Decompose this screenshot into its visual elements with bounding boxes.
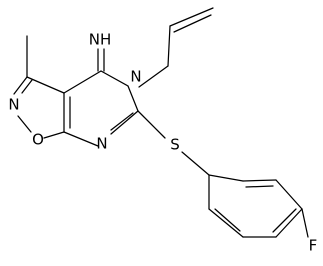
c3a-c3-bond [26, 76, 65, 94]
allyl-n-ch2-bond [138, 65, 169, 88]
c7a-o1-bond [43, 131, 65, 139]
c6-n7-bond [110, 110, 139, 135]
benzene-bond [275, 179, 303, 210]
allyl-ch-ch2-double-bond [173, 14, 212, 33]
isoxazole-n-label: N [8, 96, 19, 114]
fluorine-label: F [309, 237, 318, 255]
ring-n7-label: N [96, 135, 107, 153]
ring-n5-label: N [130, 68, 141, 86]
c-f-bond [301, 208, 309, 238]
c6-s-bond [137, 110, 166, 139]
allyl-ch-ch2-double-bond [169, 7, 214, 27]
benzene-inner-bond [214, 208, 241, 232]
benzene-bond [208, 208, 244, 238]
allyl-ch2-ch-bond [167, 25, 171, 67]
benzene-inner-bond [245, 185, 274, 188]
atom-labels: NH N O N N S F [8, 31, 317, 255]
n2-o1-bond [17, 115, 32, 133]
benzene-bond [242, 179, 277, 182]
isoxazole-o-label: O [32, 131, 44, 149]
c4-c3a-bond [63, 70, 102, 94]
c3-n2-inner-bond [21, 79, 33, 94]
benzyl-ch2-ring-bond [208, 174, 244, 182]
c6-n7-inner-bond [110, 112, 134, 131]
n5-c6-bond [127, 85, 139, 112]
c4-n5-bond [100, 70, 129, 87]
s-ch2-bond [181, 151, 210, 176]
bonds [13, 7, 309, 238]
imine-nh-label: NH [89, 31, 112, 49]
n7-c7a-bond [63, 131, 99, 147]
sulfur-label: S [170, 136, 180, 154]
benzene-bond [275, 208, 303, 238]
benzene-inner-bond [272, 208, 297, 233]
c3-n2-bond [13, 76, 28, 95]
